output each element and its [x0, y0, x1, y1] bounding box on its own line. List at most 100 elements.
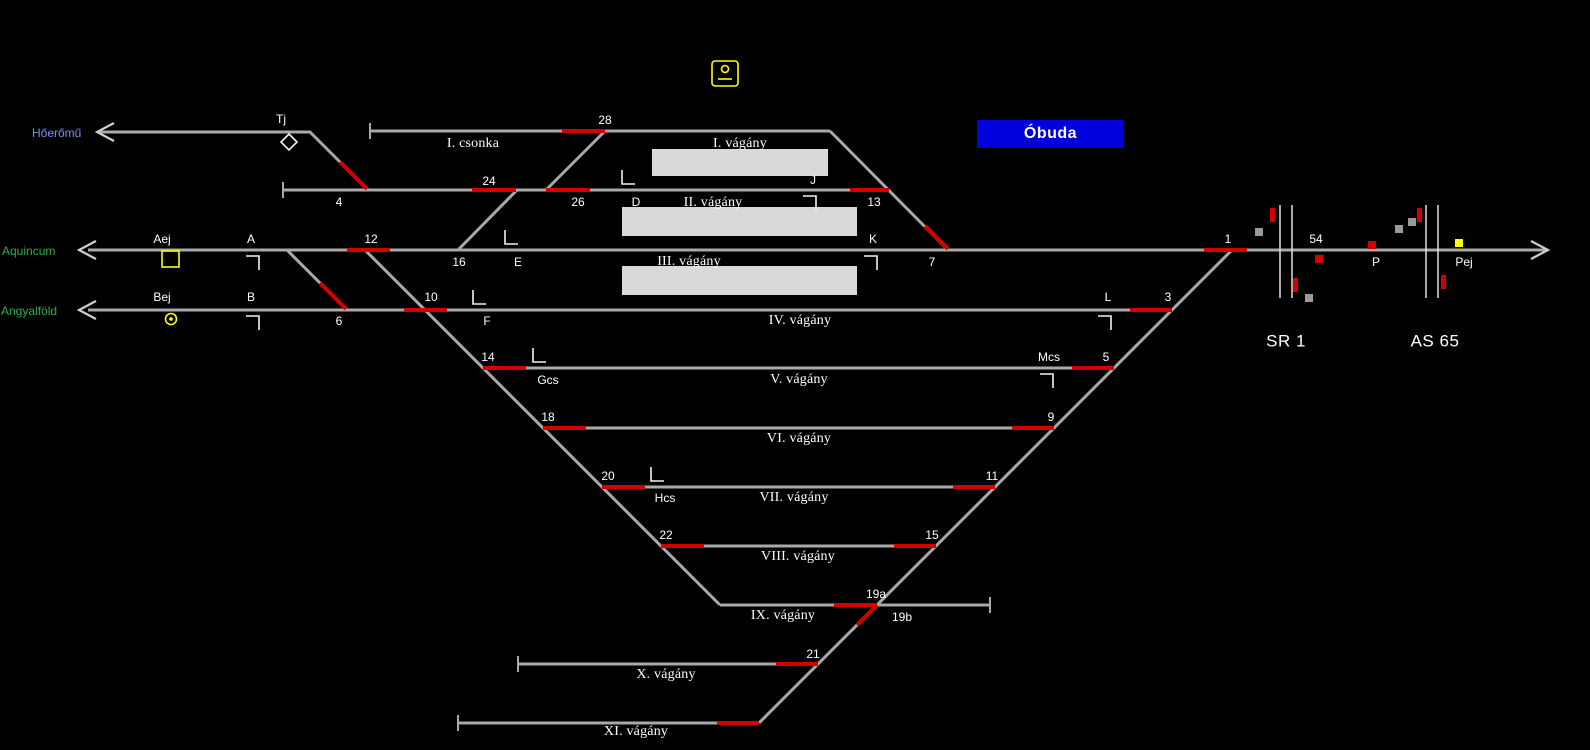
switch-54[interactable]: 54	[1309, 232, 1323, 246]
direction-hoeromu: Hőerőmű	[32, 126, 82, 140]
switch-22[interactable]: 22	[659, 528, 673, 542]
signal-gcs[interactable]: Gcs	[537, 373, 559, 387]
rail-crossover-26-28[interactable]	[544, 129, 607, 192]
signal-mcs[interactable]: Mcs	[1038, 350, 1060, 364]
signal-aej[interactable]: Aej	[153, 232, 171, 246]
red-track-segment	[318, 281, 348, 311]
arrow-left-icon	[94, 122, 115, 142]
bej-entry-indicator-icon[interactable]	[164, 312, 178, 326]
block-signal-red-lamp[interactable]	[1441, 275, 1446, 289]
signal-icon-b[interactable]	[246, 315, 260, 330]
switch-18[interactable]: 18	[541, 410, 555, 424]
arrow-left-icon	[76, 300, 97, 320]
panel-status-icon-lamp	[720, 64, 730, 74]
switch-13[interactable]: 13	[867, 195, 881, 209]
station-name: Óbuda	[1023, 125, 1078, 142]
switch-28[interactable]: 28	[598, 113, 612, 127]
signal-tj[interactable]: Tj	[276, 112, 286, 126]
track-name-i: I. vágány	[713, 136, 767, 151]
label-sr1: SR 1	[1266, 331, 1306, 351]
track-name-i-csonka: I. csonka	[446, 136, 500, 151]
signal-k[interactable]: K	[868, 232, 878, 246]
red-track-segment	[338, 160, 369, 191]
arrow-right-icon	[1530, 240, 1551, 260]
signal-bej[interactable]: Bej	[153, 290, 171, 304]
block-signal-red-lamp[interactable]	[1270, 208, 1275, 222]
yellow-indicators	[161, 60, 739, 326]
bej-entry-indicator-dot	[169, 317, 173, 321]
signal-icon-mcs[interactable]	[1040, 373, 1054, 388]
switch-12[interactable]: 12	[364, 232, 378, 246]
platforms	[622, 149, 857, 295]
switch-14[interactable]: 14	[481, 350, 495, 364]
signal-pej[interactable]: Pej	[1455, 255, 1473, 269]
rail-crossover-16-24[interactable]	[456, 188, 519, 252]
switch-11[interactable]: 11	[985, 469, 999, 483]
signal-icon-l[interactable]	[1098, 315, 1112, 330]
switch-7[interactable]: 7	[928, 255, 936, 269]
signal-icon-e[interactable]	[504, 230, 518, 245]
station-name-box: Óbuda	[977, 120, 1124, 148]
track-name-xi: XI. vágány	[603, 724, 669, 739]
platform	[622, 266, 857, 295]
block-signal-red-lamp[interactable]	[1293, 278, 1298, 292]
signal-red-lamp[interactable]	[1368, 241, 1376, 249]
switch-5[interactable]: 5	[1102, 350, 1110, 364]
label-as65: AS 65	[1410, 331, 1460, 351]
occupied-track-segments	[318, 129, 1247, 725]
open-line-indicators	[1255, 208, 1463, 302]
signal-icon-tj-diamond[interactable]	[279, 132, 299, 152]
track-name-ix: IX. vágány	[750, 608, 816, 623]
track-name-x: X. vágány	[636, 667, 696, 682]
signal-e[interactable]: E	[513, 255, 523, 269]
switch-10[interactable]: 10	[424, 290, 438, 304]
direction-angyalfold: Angyalföld	[1, 304, 58, 318]
signal-p[interactable]: P	[1371, 255, 1381, 269]
block-signal-red-lamp[interactable]	[1417, 208, 1422, 222]
red-track-segment	[855, 603, 879, 627]
switch-3[interactable]: 3	[1164, 290, 1172, 304]
track-name-v: V. vágány	[770, 372, 828, 387]
signal-j[interactable]: J	[810, 173, 816, 187]
track-name-iii: III. vágány	[657, 254, 721, 269]
signal-a[interactable]: A	[246, 232, 256, 246]
switch-1[interactable]: 1	[1224, 232, 1232, 246]
aej-entry-indicator-icon[interactable]	[161, 250, 180, 268]
signal-plate	[1408, 218, 1416, 226]
buffer-stops	[282, 123, 991, 731]
switch-21[interactable]: 21	[806, 647, 820, 661]
switch-20[interactable]: 20	[601, 469, 615, 483]
signal-icon-a[interactable]	[246, 255, 260, 270]
signal-d[interactable]: D	[631, 195, 641, 209]
switch-19b[interactable]: 19b	[891, 610, 913, 624]
signal-icon-hcs[interactable]	[650, 467, 664, 482]
signal-l[interactable]: L	[1104, 290, 1112, 304]
switch-6[interactable]: 6	[335, 314, 343, 328]
track-name-vi: VI. vágány	[766, 431, 832, 446]
switch-16[interactable]: 16	[452, 255, 466, 269]
signal-yellow-lamp[interactable]	[1455, 239, 1463, 247]
panel-status-icon	[711, 60, 739, 87]
switch-26[interactable]: 26	[571, 195, 585, 209]
switch-4[interactable]: 4	[335, 195, 343, 209]
rail-east-ladder[interactable]	[757, 248, 1234, 725]
line-exit-arrows	[76, 122, 1551, 320]
block-boundaries	[1279, 205, 1439, 298]
switch-19a[interactable]: 19a	[865, 587, 887, 601]
signal-icon-gcs[interactable]	[532, 348, 546, 363]
arrow-left-icon	[76, 240, 97, 260]
switch-15[interactable]: 15	[925, 528, 939, 542]
switch-9[interactable]: 9	[1047, 410, 1055, 424]
signal-icon-d[interactable]	[621, 170, 635, 185]
signal-red-lamp[interactable]	[1315, 255, 1323, 263]
signal-b[interactable]: B	[246, 290, 256, 304]
signal-plate	[1255, 228, 1263, 236]
switch-24[interactable]: 24	[482, 174, 496, 188]
signal-hcs[interactable]: Hcs	[654, 491, 676, 505]
platform	[622, 207, 857, 236]
signal-icon-k[interactable]	[864, 255, 878, 270]
signal-icons	[246, 132, 1112, 482]
signal-icon-f[interactable]	[472, 290, 486, 305]
signal-f[interactable]: F	[483, 314, 491, 328]
signal-icon-j[interactable]	[803, 195, 817, 210]
